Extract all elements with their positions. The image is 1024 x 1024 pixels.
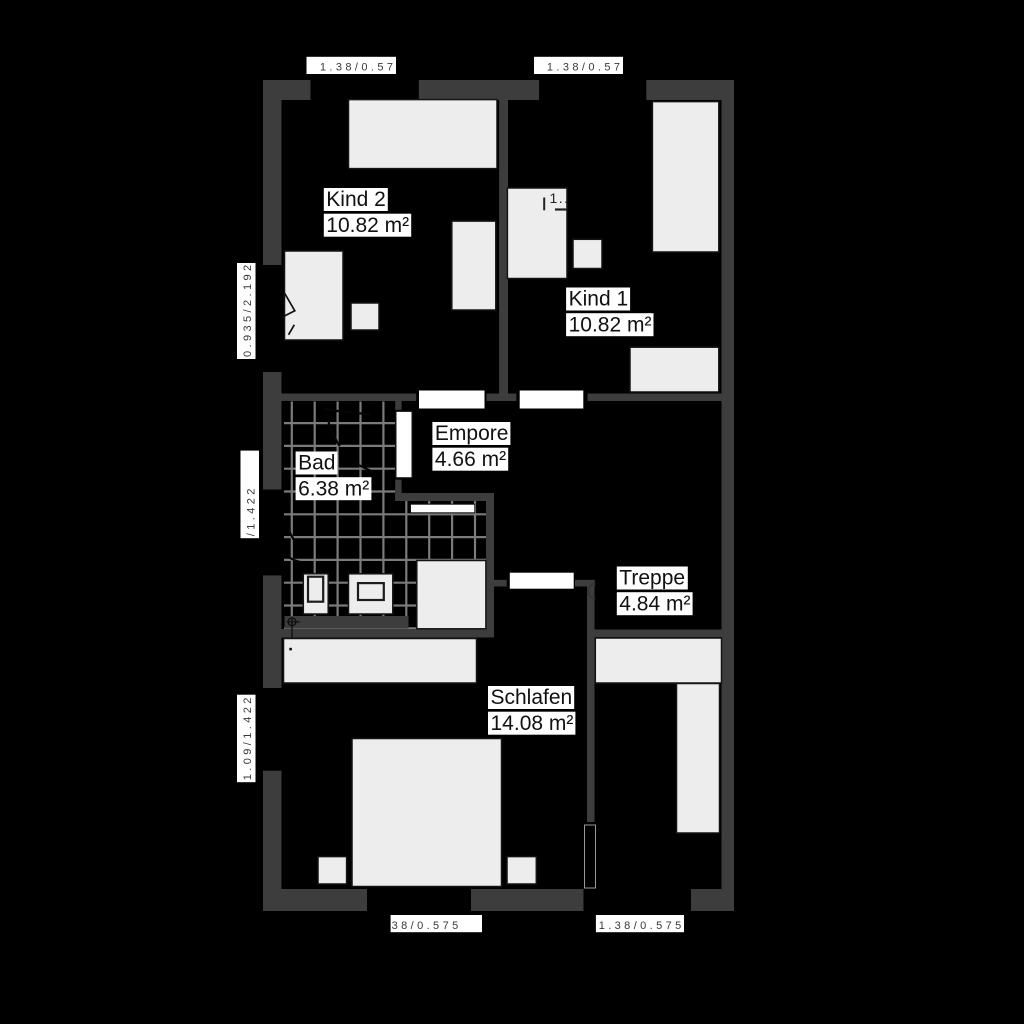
svg-text:0.935/2.192: 0.935/2.192: [242, 261, 254, 357]
svg-text:1.09/1.422: 1.09/1.422: [242, 694, 254, 780]
svg-text:Empore: Empore: [435, 422, 509, 445]
svg-text:4.84 m²: 4.84 m²: [619, 592, 690, 615]
svg-text:4.66 m²: 4.66 m²: [435, 448, 506, 471]
svg-text:Schlafen: Schlafen: [491, 686, 573, 709]
svg-text:/1.422: /1.422: [246, 485, 258, 536]
svg-text:10.82 m²: 10.82 m²: [326, 214, 409, 237]
svg-text:10.82 m²: 10.82 m²: [569, 313, 652, 336]
svg-text:Kind 2: Kind 2: [326, 188, 386, 211]
svg-text:1.38/0.57: 1.38/0.57: [320, 62, 396, 74]
svg-text:1..: 1..: [550, 190, 570, 206]
svg-text:Kind 1: Kind 1: [569, 288, 629, 311]
svg-text:14.08 m²: 14.08 m²: [491, 712, 574, 735]
svg-text:1.38/0.575: 1.38/0.575: [599, 920, 685, 932]
svg-text:38/0.575: 38/0.575: [392, 920, 462, 932]
svg-text:1.38/0.57: 1.38/0.57: [547, 62, 623, 74]
svg-text:Treppe: Treppe: [619, 567, 685, 590]
svg-text:Bad: Bad: [298, 452, 335, 475]
svg-text:6.38 m²: 6.38 m²: [298, 477, 369, 500]
